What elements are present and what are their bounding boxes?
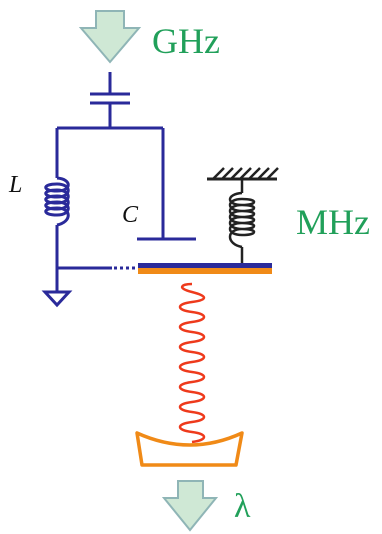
circuit-wires [55,126,165,292]
mechanical-support [207,167,279,263]
mechanical-frequency-label: MHz [296,202,370,242]
inductor-coil [44,176,70,227]
membrane-electrode [138,263,272,268]
input-frequency-label: GHz [152,21,220,61]
output-arrow-icon [161,480,219,532]
output-wavelength-label: λ [234,488,251,525]
membrane-mirror [138,268,272,274]
concave-mirror [135,431,244,467]
coupling-capacitor [90,72,130,128]
ground-icon [41,290,73,308]
inductor-label: L [8,172,22,198]
capacitor-label: C [122,202,139,228]
mechanical-spring [228,191,256,249]
optical-spring [178,282,206,444]
input-arrow-icon [78,10,142,64]
